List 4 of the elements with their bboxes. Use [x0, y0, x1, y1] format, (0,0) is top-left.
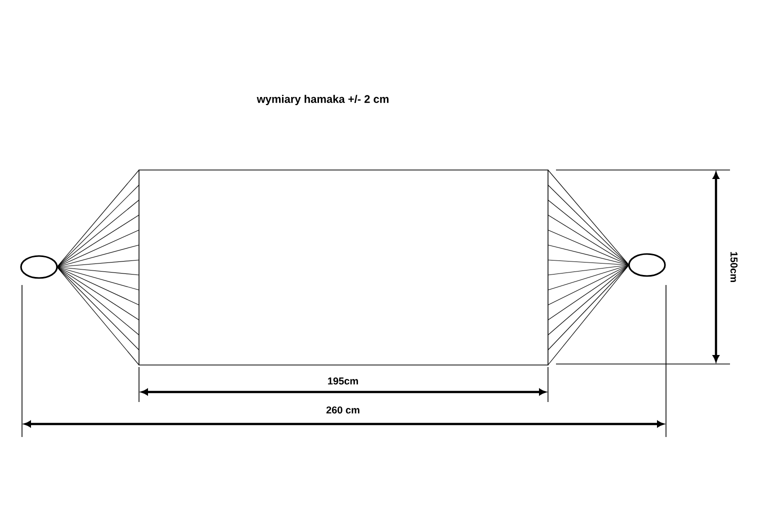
- dimension-label: 195cm: [328, 377, 358, 385]
- title: wymiary hamaka +/- 2 cm: [256, 94, 388, 106]
- dimension-label: 260 cm: [326, 406, 360, 414]
- dimension-label: 150cm: [730, 252, 738, 282]
